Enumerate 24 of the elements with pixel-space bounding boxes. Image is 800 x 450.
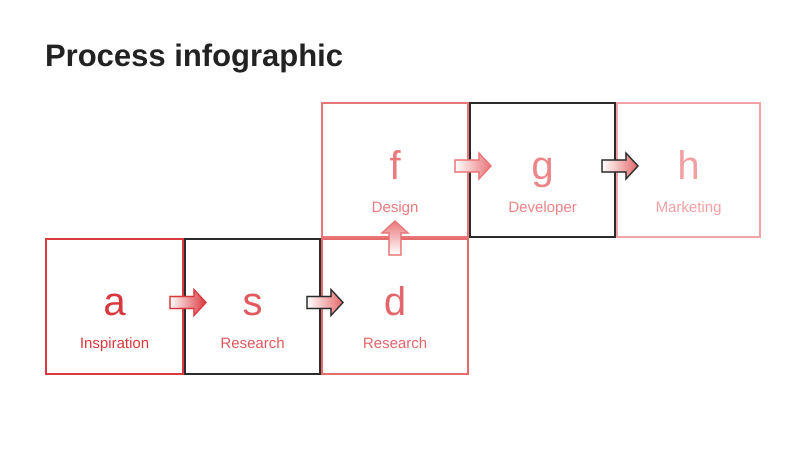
step-letter: g [530,144,555,188]
step-box [321,102,469,238]
step-label: Research [219,335,286,353]
step-letter: f [388,144,402,188]
step-box [45,238,184,375]
step-box [616,102,761,238]
step-box [321,238,469,375]
step-letter: s [242,280,264,324]
step-box [469,102,616,238]
step-letter: a [102,280,127,324]
step-label: Developer [507,199,578,217]
block-arrow [380,220,410,256]
step-label: Marketing [654,199,722,217]
step-label: Inspiration [78,335,150,353]
step-label: Research [362,335,428,353]
block-arrow [306,288,344,318]
step-box [184,238,321,375]
block-arrow [601,151,640,181]
step-letter: h [676,144,701,188]
step-letter: d [382,280,408,324]
block-arrow [169,288,208,318]
step-label: Design [370,199,420,217]
title: Process infographic [45,38,344,74]
block-arrow [454,151,492,181]
